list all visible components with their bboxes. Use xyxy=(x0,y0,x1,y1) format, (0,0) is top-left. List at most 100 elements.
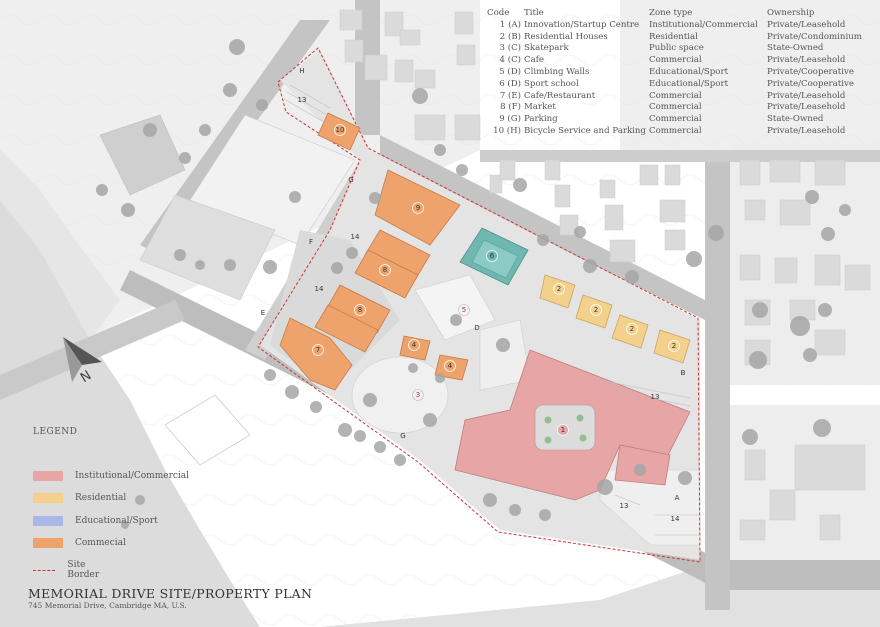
parking-stripes xyxy=(283,84,700,536)
row-code: 8 (F) xyxy=(500,102,521,113)
north-arrow xyxy=(63,337,102,382)
legend-item-residential: Residential xyxy=(33,493,126,503)
legend-swatch-educational xyxy=(33,516,63,526)
zone-label-b: B xyxy=(681,369,686,377)
label-building-3: 3 xyxy=(416,391,420,399)
square-building xyxy=(99,114,186,196)
row-zone: Residential xyxy=(649,31,698,42)
road-north-east xyxy=(480,150,880,162)
row-title: Cafe xyxy=(524,55,544,66)
parking-label-13-south: 13 xyxy=(620,502,629,510)
river-building xyxy=(164,394,251,466)
legend-line-site-border xyxy=(33,569,56,571)
row-zone: Commercial xyxy=(649,102,702,113)
parking-label-14-west: 14 xyxy=(315,285,324,293)
row-ownership: Private/Cooperative xyxy=(767,66,854,77)
label-building-2b: 2 xyxy=(594,306,598,314)
table-row: 1 (A) Innovation/Startup Centre Institut… xyxy=(487,20,880,32)
header-code: Code xyxy=(487,8,510,18)
label-building-4-east: 4 xyxy=(448,362,453,370)
zone-label-a: A xyxy=(675,494,680,502)
program-table: Code Title Zone type Ownership 1 (A) Inn… xyxy=(487,8,880,138)
river xyxy=(0,200,260,627)
row-title: Climbing Walls xyxy=(524,66,590,77)
legend-swatch-institutional xyxy=(33,471,63,481)
table-row: 3 (C) Skatepark Public space State-Owned xyxy=(487,43,880,55)
program-table-header: Code Title Zone type Ownership xyxy=(487,8,880,20)
legend: LEGEND Institutional/Commercial Resident… xyxy=(33,427,189,580)
legend-label: Institutional/Commercial xyxy=(75,471,190,481)
label-building-2c: 2 xyxy=(630,325,634,333)
row-ownership: Private/Condominium xyxy=(767,31,862,42)
label-building-2a: 2 xyxy=(557,285,561,293)
label-building-9: 9 xyxy=(416,204,420,212)
row-ownership: Private/Leasehold xyxy=(767,102,846,113)
row-zone: Institutional/Commercial xyxy=(649,19,758,30)
legend-label: Commecial xyxy=(75,538,126,548)
parking-lot-a xyxy=(599,469,701,546)
row-title: Parking xyxy=(524,114,558,125)
label-building-2d: 2 xyxy=(672,342,676,350)
row-zone: Commercial xyxy=(649,125,702,136)
table-row: 7 (E) Cafe/Restaurant Commercial Private… xyxy=(487,91,880,103)
label-building-8-north: 8 xyxy=(383,266,387,274)
parking-label-14-south: 14 xyxy=(671,515,680,523)
legend-item-site-border: Site Border xyxy=(33,560,107,580)
label-building-6: 6 xyxy=(490,252,495,260)
zone-label-f: F xyxy=(309,238,313,246)
parking-label-14-north: 14 xyxy=(351,233,360,241)
label-building-1: 1 xyxy=(561,426,565,434)
trees xyxy=(96,39,851,529)
zone-label-h: H xyxy=(299,67,304,75)
row-code: 5 (D) xyxy=(499,66,521,77)
zone-label-d: D xyxy=(474,324,479,332)
plan-subtitle: 745 Memorial Drive, Cambridge MA, U.S. xyxy=(28,601,187,610)
row-code: 10 (H) xyxy=(493,125,521,136)
row-code: 2 (B) xyxy=(499,31,521,42)
row-zone: Educational/Sport xyxy=(649,78,729,89)
header-title: Title xyxy=(524,8,544,18)
label-building-5: 5 xyxy=(462,306,466,314)
row-zone: Public space xyxy=(649,43,704,54)
legend-swatch-commercial xyxy=(33,538,63,548)
legend-label: Site Border xyxy=(67,560,100,580)
label-building-10: 10 xyxy=(336,126,345,134)
parking-label-13-east: 13 xyxy=(651,393,660,401)
table-row: 9 (G) Parking Commercial State-Owned xyxy=(487,114,880,126)
row-title: Bicycle Service and Parking xyxy=(524,125,646,136)
row-title: Residential Houses xyxy=(524,31,608,42)
row-ownership: State-Owned xyxy=(767,43,824,54)
plan-title: MEMORIAL DRIVE SITE/PROPERTY PLAN xyxy=(28,586,313,601)
table-row: 6 (D) Sport school Educational/Sport Pri… xyxy=(487,79,880,91)
courtyard-trees xyxy=(544,414,587,444)
legend-label: Residential xyxy=(75,493,127,503)
road-east xyxy=(705,150,730,610)
row-title: Sport school xyxy=(524,78,579,89)
row-title: Skatepark xyxy=(524,43,569,54)
table-row: 8 (F) Market Commercial Private/Leasehol… xyxy=(487,102,880,114)
table-row: 2 (B) Residential Houses Residential Pri… xyxy=(487,32,880,44)
climbing-plaza xyxy=(414,274,496,341)
legend-label: Educational/Sport xyxy=(75,516,158,526)
row-title: Market xyxy=(524,102,556,113)
header-zone: Zone type xyxy=(649,8,693,18)
label-building-8-south: 8 xyxy=(358,306,362,314)
legend-item-commercial: Commecial xyxy=(33,538,126,548)
riverbank xyxy=(0,150,120,340)
zone-label-g-north: G xyxy=(348,176,353,184)
site-border xyxy=(257,47,701,563)
west-building xyxy=(139,194,276,301)
row-zone: Commercial xyxy=(649,90,702,101)
table-row: 4 (C) Cafe Commercial Private/Leasehold xyxy=(487,55,880,67)
row-code: 7 (E) xyxy=(499,90,521,101)
row-ownership: Private/Leasehold xyxy=(767,55,846,66)
row-title: Cafe/Restaurant xyxy=(524,90,596,101)
legend-item-educational: Educational/Sport xyxy=(33,516,158,526)
river-path xyxy=(0,300,185,400)
label-building-7: 7 xyxy=(316,346,320,354)
row-code: 3 (C) xyxy=(499,43,521,54)
header-ownership: Ownership xyxy=(767,8,815,18)
row-ownership: State-Owned xyxy=(767,114,824,125)
building-markers xyxy=(312,124,680,436)
